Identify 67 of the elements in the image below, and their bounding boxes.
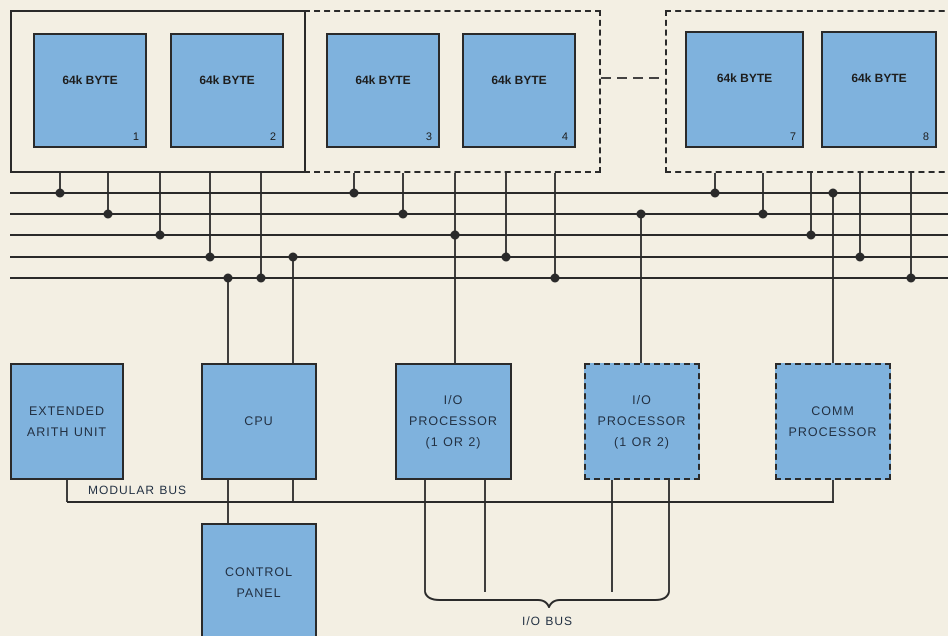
module-label: 64k BYTE xyxy=(61,73,119,87)
box-label: COMM PROCESSOR xyxy=(788,402,878,440)
module-label: 64k BYTE xyxy=(716,71,774,85)
memory-module-box xyxy=(326,33,440,148)
box-label: CONTROL PANEL xyxy=(224,564,294,602)
bus-connector xyxy=(710,173,720,198)
bus-line xyxy=(67,501,834,503)
bus-connector xyxy=(292,480,294,502)
memory-module-box xyxy=(170,33,284,148)
processor-box xyxy=(395,363,512,480)
bus-connector xyxy=(668,480,670,592)
bus-connector xyxy=(104,173,112,218)
bus-line xyxy=(10,277,948,279)
bus-connector xyxy=(450,230,460,363)
bus-connector xyxy=(550,173,560,282)
bus-line xyxy=(10,256,948,258)
module-label: 64k BYTE xyxy=(354,73,412,87)
box-label: CPU xyxy=(243,413,275,430)
box-label: I/O PROCESSOR (1 OR 2) xyxy=(596,392,688,451)
unit-box xyxy=(10,363,124,480)
memory-enclosure xyxy=(10,10,306,173)
memory-module-box xyxy=(685,31,804,148)
module-number: 7 xyxy=(790,131,796,143)
processor-box xyxy=(584,363,700,480)
module-label: 64k BYTE xyxy=(198,73,256,87)
bus-connector xyxy=(350,173,358,198)
box-label: I/O PROCESSOR (1 OR 2) xyxy=(408,392,499,451)
bus-connector xyxy=(758,173,768,218)
bus-connector xyxy=(224,274,232,363)
module-number: 1 xyxy=(132,131,139,143)
bus-connector xyxy=(288,252,298,363)
bus-connector xyxy=(227,480,229,523)
bus-connector xyxy=(906,173,916,282)
memory-enclosure xyxy=(304,10,601,173)
memory-module-box xyxy=(462,33,576,148)
memory-module-box xyxy=(821,31,937,148)
bus-connector xyxy=(206,173,214,262)
bus-connector xyxy=(256,173,266,282)
bus-connector xyxy=(856,173,864,262)
module-number: 2 xyxy=(270,131,276,143)
control-panel-box xyxy=(201,523,317,636)
bus-connector xyxy=(502,173,510,262)
bus-line xyxy=(10,234,948,236)
bus-connector xyxy=(611,480,613,592)
bus-connector xyxy=(424,480,426,592)
bus-connector xyxy=(398,173,408,218)
bus-line xyxy=(10,192,948,194)
bus-connector xyxy=(832,480,834,502)
module-number: 3 xyxy=(426,131,432,143)
bus-connector xyxy=(484,480,486,592)
bus-connector xyxy=(56,173,64,198)
module-number: 8 xyxy=(922,131,929,143)
bus-connector xyxy=(66,480,68,502)
processor-box xyxy=(775,363,891,480)
bus-connector xyxy=(636,210,646,363)
bus-label: MODULAR BUS xyxy=(88,483,188,497)
module-number: 4 xyxy=(562,131,568,143)
memory-module-box xyxy=(33,33,147,148)
module-label: 64k BYTE xyxy=(850,71,908,85)
module-label: 64k BYTE xyxy=(490,73,548,87)
cpu-box xyxy=(201,363,317,480)
bus-connector xyxy=(806,173,816,240)
bus-label: I/O BUS xyxy=(522,614,573,628)
bus-connector xyxy=(828,188,838,363)
bus-connector xyxy=(156,173,164,240)
bus-line xyxy=(10,213,948,215)
box-label: EXTENDED ARITH UNIT xyxy=(26,402,108,440)
